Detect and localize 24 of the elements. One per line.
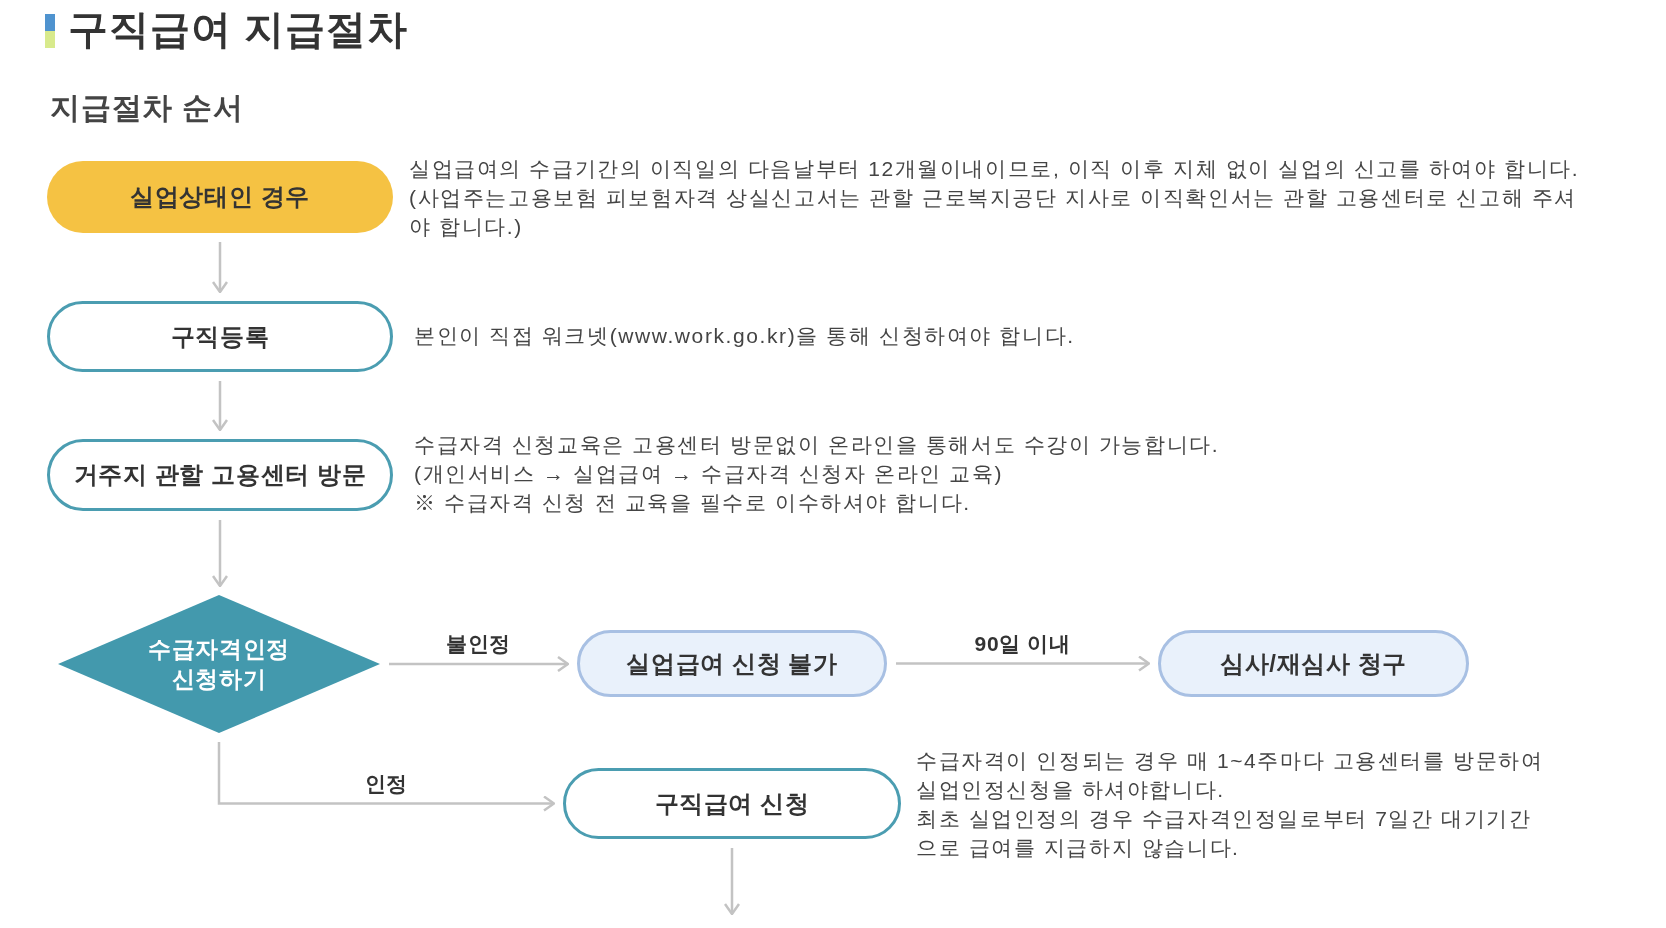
result-box: 심사/재심사 청구 xyxy=(1158,630,1469,697)
section-heading: 지급절차 순서 xyxy=(50,90,244,126)
result-box: 실업급여 신청 불가 xyxy=(577,630,887,697)
note-text: (사업주는고용보험 피보험자격 상실신고서는 관할 근로복지공단 지사로 이직확인서는 관할 고용센터로 신고해 주셔야 합니다.) xyxy=(409,185,1578,240)
note-text: ※ 수급자격 신청 전 교육을 필수로 이수하셔야 합니다. xyxy=(414,490,972,516)
process-box: 거주지 관할 고용센터 방문 xyxy=(47,439,393,511)
arrow xyxy=(211,381,229,432)
arrow xyxy=(211,242,229,294)
note-text: 최초 실업인정의 경우 수급자격인정일로부터 7일간 대기기간으로 급여를 지급하지 않습니다. xyxy=(916,806,1533,861)
note-text: 본인이 직접 워크넷(www.work.go.kr)을 통해 신청하여야 합니다. xyxy=(414,323,1076,349)
arrow xyxy=(217,742,556,812)
process-box: 구직급여 신청 xyxy=(563,768,901,839)
note-text: 실업급여의 수급기간의 이직일의 다음날부터 12개월이내이므로, 이직 이후 지체 없이 실업의 신고를 하여야 합니다. xyxy=(409,156,1581,182)
note-text: 수급자격 신청교육은 고용센터 방문없이 온라인을 통해서도 수강이 가능합니다. xyxy=(414,432,1221,458)
arrow xyxy=(723,848,741,916)
arrow xyxy=(389,655,570,673)
start-box: 실업상태인 경우 xyxy=(47,161,393,233)
page-title: 구직급여 지급절차 xyxy=(68,6,409,53)
note-text: 수급자격이 인정되는 경우 매 1~4주마다 고용센터를 방문하여 실업인정신청을 하셔야합니다. xyxy=(916,748,1545,803)
decision-diamond: 수급자격인정 신청하기 xyxy=(58,595,380,733)
note-text: (개인서비스 → 실업급여 → 수급자격 신청자 온라인 교육) xyxy=(414,461,1005,487)
process-box: 구직등록 xyxy=(47,301,393,372)
arrow xyxy=(211,520,229,588)
arrow xyxy=(896,655,1151,672)
